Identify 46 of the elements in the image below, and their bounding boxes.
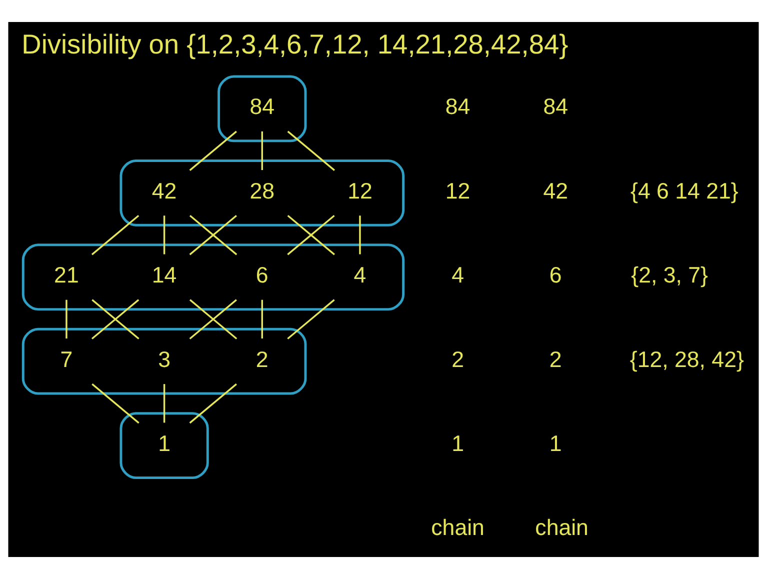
node-text: 6 [256,262,268,288]
node-text: 7 [60,346,73,372]
label: 42 [543,178,568,204]
connector [287,130,335,171]
label: chain [535,515,588,540]
label: 4 [452,262,464,288]
cluster [120,412,209,479]
label: 1 [549,430,562,456]
label: 84 [543,94,568,120]
label: {2, 3, 7} [631,262,708,288]
label: 2 [452,346,464,372]
label: 2 [549,346,562,372]
label: {12, 28, 42} [630,346,744,372]
node-text: 4 [354,262,366,288]
connector [163,384,166,423]
connector [287,214,335,256]
connector [91,214,140,256]
cluster [218,75,307,142]
node-text: 14 [152,262,177,288]
node-text: 12 [348,178,372,204]
label: chain [431,515,484,540]
node-text: 21 [54,262,79,288]
node-text: 3 [158,346,170,372]
cluster [22,244,405,311]
node-text: 1 [158,430,170,456]
label: 84 [445,94,470,120]
label: 6 [549,262,562,288]
connector [261,131,263,170]
node-text: 2 [256,346,268,372]
label: 12 [445,178,470,204]
connector [189,130,237,171]
connector [92,383,140,424]
connector [287,299,335,340]
node-text: 42 [152,178,177,204]
connector [359,216,361,254]
diagram-title: Divisibility on {1,2,3,4,6,7,12, 14,21,28,42,84} [22,28,568,60]
connector [189,383,237,424]
label: 1 [452,430,464,456]
cluster [120,159,405,226]
label: {4 6 14 21} [630,178,738,204]
connector [66,300,68,338]
node-text: 84 [250,94,275,120]
connector [163,216,166,254]
node-text: 28 [250,178,275,204]
connector [261,300,263,338]
cluster [22,328,307,395]
